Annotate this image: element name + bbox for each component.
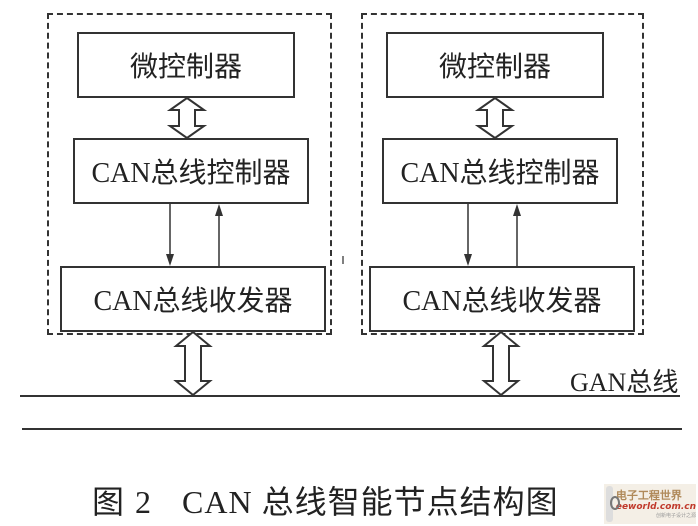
node-1-can-controller-label: CAN总线控制器 bbox=[91, 158, 291, 189]
node-1-can-transceiver-label: CAN总线收发器 bbox=[93, 286, 293, 317]
caption-figure-label: 图 bbox=[92, 484, 126, 520]
node-1-can-transceiver-block: CAN总线收发器 bbox=[60, 266, 326, 332]
node-1-microcontroller-label: 微控制器 bbox=[129, 52, 242, 83]
caption-figure-number: 2 bbox=[135, 484, 153, 520]
watermark: 电子工程世界 eeworld.com.cn 创新电子设计之源 bbox=[604, 484, 696, 524]
node-2-can-transceiver-label: CAN总线收发器 bbox=[402, 286, 602, 317]
node-1-tx-arrowhead bbox=[166, 254, 174, 266]
node-2-can-transceiver-block: CAN总线收发器 bbox=[369, 266, 635, 332]
node-2-microcontroller-label: 微控制器 bbox=[438, 52, 551, 83]
node-2-can-controller-block: CAN总线控制器 bbox=[382, 138, 618, 204]
node-2-micro-controller-double-arrow bbox=[474, 96, 516, 140]
node-2-microcontroller-block: 微控制器 bbox=[386, 32, 604, 98]
node-2-rx-arrowhead bbox=[513, 204, 521, 216]
node-1-micro-controller-double-arrow bbox=[166, 96, 208, 140]
eeworld-logo-icon bbox=[606, 486, 620, 522]
watermark-name: 电子工程世界 bbox=[615, 488, 682, 502]
watermark-url: eeworld.com.cn bbox=[615, 501, 696, 512]
caption-title: CAN 总线智能节点结构图 bbox=[182, 484, 559, 520]
node-1-transceiver-bus-double-arrow bbox=[173, 330, 213, 397]
node-2-transceiver-bus-double-arrow bbox=[481, 330, 521, 397]
node-1-rx-arrowhead bbox=[215, 204, 223, 216]
node-2-tx-arrowhead bbox=[464, 254, 472, 266]
node-1-can-controller-block: CAN总线控制器 bbox=[73, 138, 309, 204]
node-1-microcontroller-block: 微控制器 bbox=[77, 32, 295, 98]
watermark-tagline: 创新电子设计之源 bbox=[655, 512, 696, 519]
node-2-can-controller-label: CAN总线控制器 bbox=[400, 158, 600, 189]
bus-label: GAN总线 bbox=[570, 368, 679, 397]
